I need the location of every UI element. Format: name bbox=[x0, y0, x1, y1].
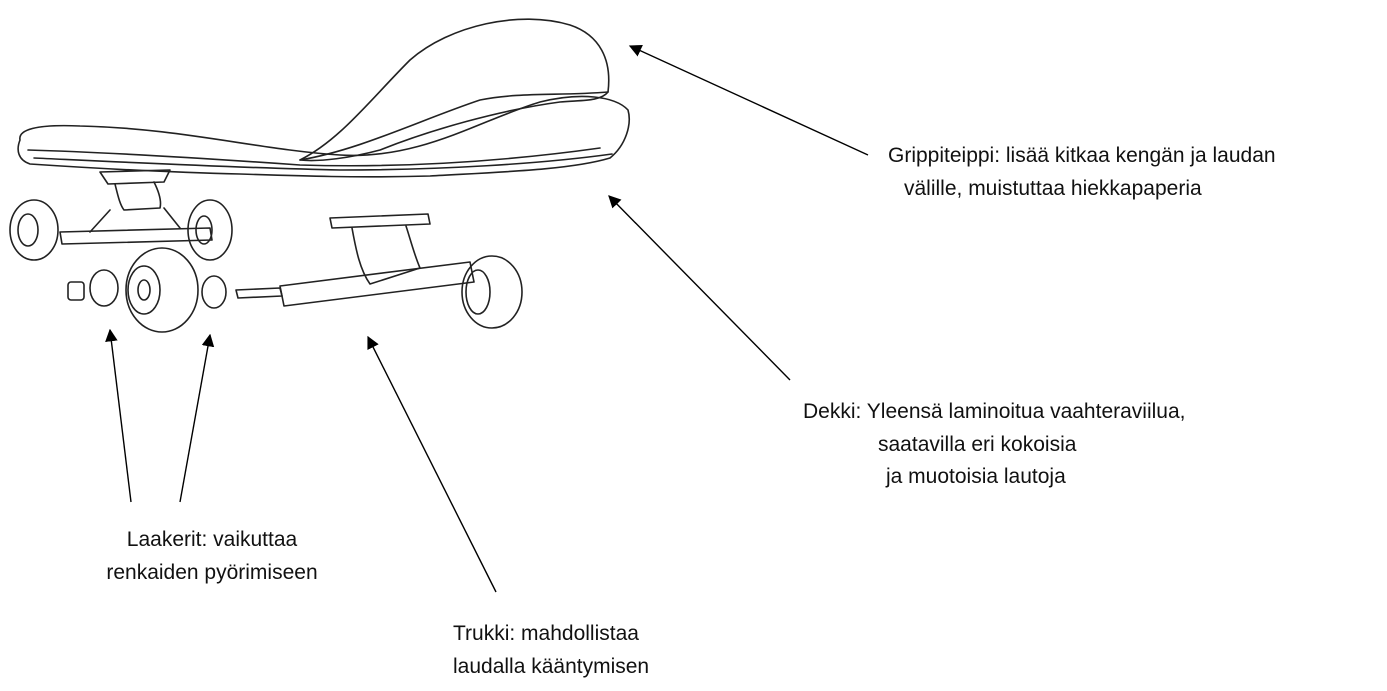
skateboard-sketch bbox=[10, 19, 629, 332]
bearings-callout: Laakerit: vaikuttaa renkaiden pyörimisee… bbox=[72, 524, 352, 589]
bearings-line1: Laakerit: vaikuttaa bbox=[72, 524, 352, 557]
callout-arrows bbox=[110, 46, 868, 592]
bearing-inner bbox=[90, 270, 118, 306]
bearing-outer bbox=[202, 276, 226, 308]
deck-callout: Dekki: Yleensä laminoitua vaahteraviilua… bbox=[803, 396, 1186, 494]
grip-tape-line1: Grippiteippi: lisää kitkaa kengän ja lau… bbox=[888, 140, 1276, 173]
loose-wheel bbox=[126, 248, 198, 332]
deck-line1: Dekki: Yleensä laminoitua vaahteraviilua… bbox=[803, 396, 1186, 429]
nut bbox=[68, 282, 84, 300]
arrow-bearing-right bbox=[180, 335, 210, 502]
truck-line1: Trukki: mahdollistaa bbox=[453, 618, 649, 651]
truck-callout: Trukki: mahdollistaa laudalla kääntymise… bbox=[453, 618, 649, 683]
arrow-truck bbox=[368, 337, 496, 592]
truck-baseplate bbox=[330, 214, 430, 228]
grip-tape-line2: välille, muistuttaa hiekkapaperia bbox=[888, 173, 1276, 206]
deck-line2: saatavilla eri kokoisia bbox=[803, 429, 1186, 462]
bearings-line2: renkaiden pyörimiseen bbox=[72, 557, 352, 590]
arrow-grip-tape bbox=[630, 46, 868, 155]
arrow-bearing-left bbox=[110, 330, 131, 502]
grip-tape-callout: Grippiteippi: lisää kitkaa kengän ja lau… bbox=[888, 140, 1276, 205]
deck-line3: ja muotoisia lautoja bbox=[803, 461, 1186, 494]
grip-tape-sheet bbox=[300, 19, 609, 160]
arrow-deck bbox=[609, 196, 790, 380]
truck-line2: laudalla kääntymisen bbox=[453, 651, 649, 684]
